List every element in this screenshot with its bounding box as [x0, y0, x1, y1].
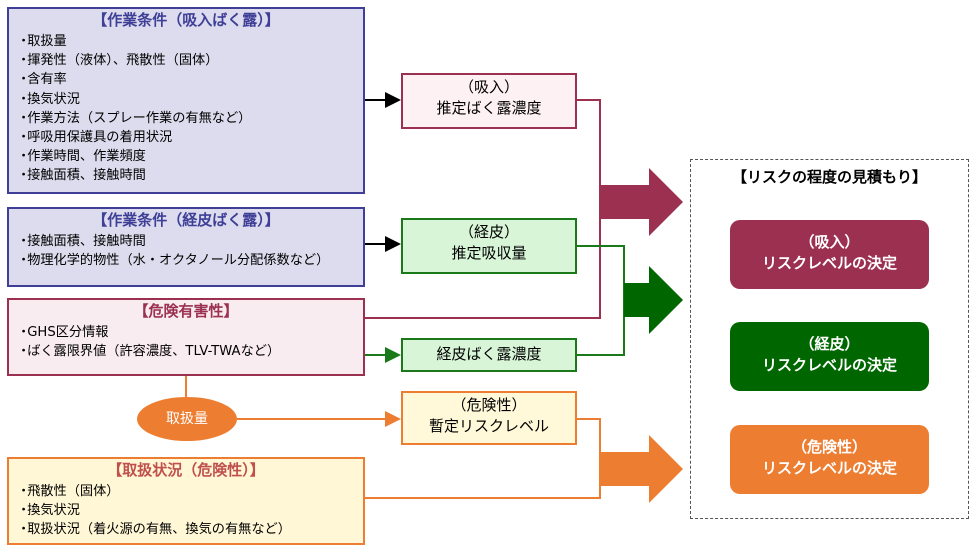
list-item: 作業時間、作業頻度: [17, 147, 363, 166]
handling-amount-oval: 取扱量: [137, 397, 237, 441]
inhalation-risk-level-line1: （吸入）: [799, 233, 860, 251]
hazard-box: 【危険有害性】 GHS区分情報 ばく露限界値（許容濃度、TLV-TWAなど）: [7, 298, 365, 376]
provisional-risk-level-box: （危険性） 暫定リスクレベル: [401, 391, 577, 445]
estimated-concentration-line2: 推定ばく露濃度: [436, 99, 542, 117]
danger-risk-level-line2: リスクレベルの決定: [761, 459, 897, 477]
line-inhalation-path: [364, 99, 601, 319]
list-item: ばく露限界値（許容濃度、TLV-TWAなど）: [17, 342, 363, 361]
list-item: 取扱量: [17, 32, 363, 51]
hazard-title: 【危険有害性】: [133, 302, 239, 320]
handling-title: 【取扱状況（危険性）】: [107, 461, 265, 479]
dermal-conditions-box: 【作業条件（経皮ばく露）】 接触面積、接触時間 物理化学的物性（水・オクタノール…: [7, 207, 365, 287]
list-item: 呼吸用保護具の着用状況: [17, 128, 363, 147]
inhalation-conditions-box: 【作業条件（吸入ばく露）】 取扱量 揮発性（液体）、飛散性（固体） 含有率 換気…: [7, 7, 365, 194]
inhalation-conditions-title: 【作業条件（吸入ばく露）】: [92, 11, 280, 29]
list-item: 接触面積、接触時間: [17, 232, 363, 251]
estimated-absorption-line1: （経皮）: [458, 223, 519, 241]
provisional-risk-level-line1: （危険性）: [451, 396, 527, 414]
provisional-risk-level-line2: 暫定リスクレベル: [428, 417, 549, 435]
risk-estimation-frame: [690, 159, 969, 519]
dermal-risk-level-line1: （経皮）: [799, 335, 860, 353]
inhalation-conditions-list: 取扱量 揮発性（液体）、飛散性（固体） 含有率 換気状況 作業方法（スプレー作業…: [9, 32, 363, 186]
dermal-risk-level-box: （経皮） リスクレベルの決定: [730, 322, 929, 391]
list-item: 換気状況: [17, 90, 363, 109]
inhalation-risk-level-line2: リスクレベルの決定: [761, 254, 897, 272]
big-arrow-dermal: [624, 266, 683, 334]
dermal-conditions-title: 【作業条件（経皮ばく露）】: [92, 211, 280, 229]
estimated-concentration-line1: （吸入）: [458, 78, 519, 96]
handling-box: 【取扱状況（危険性）】 飛散性（固体） 換気状況 取扱状況（着火源の有無、換気の…: [7, 457, 365, 545]
dermal-exposure-concentration-box: 経皮ばく露濃度: [401, 338, 577, 372]
inhalation-risk-level-box: （吸入） リスクレベルの決定: [730, 220, 929, 289]
dermal-risk-level-line2: リスクレベルの決定: [761, 356, 897, 374]
list-item: 取扱状況（着火源の有無、換気の有無など）: [17, 520, 363, 539]
handling-list: 飛散性（固体） 換気状況 取扱状況（着火源の有無、換気の有無など）: [9, 482, 363, 540]
dermal-exposure-concentration-label: 経皮ばく露濃度: [436, 345, 542, 363]
estimated-absorption-box: （経皮） 推定吸収量: [401, 218, 577, 274]
estimated-absorption-line2: 推定吸収量: [451, 244, 527, 262]
list-item: 含有率: [17, 70, 363, 89]
danger-risk-level-line1: （危険性）: [791, 438, 867, 456]
big-arrow-danger: [600, 435, 683, 503]
big-arrow-inhalation: [600, 168, 683, 236]
list-item: 作業方法（スプレー作業の有無など）: [17, 109, 363, 128]
danger-risk-level-box: （危険性） リスクレベルの決定: [730, 425, 929, 494]
dermal-conditions-list: 接触面積、接触時間 物理化学的物性（水・オクタノール分配係数など）: [9, 232, 363, 270]
hazard-list: GHS区分情報 ばく露限界値（許容濃度、TLV-TWAなど）: [9, 323, 363, 361]
estimated-concentration-box: （吸入） 推定ばく露濃度: [401, 73, 577, 129]
list-item: 物理化学的物性（水・オクタノール分配係数など）: [17, 251, 363, 270]
list-item: 接触面積、接触時間: [17, 166, 363, 185]
list-item: 飛散性（固体）: [17, 482, 363, 501]
list-item: 換気状況: [17, 501, 363, 520]
list-item: GHS区分情報: [17, 323, 363, 342]
risk-estimation-title: 【リスクの程度の見積もり】: [731, 168, 927, 186]
list-item: 揮発性（液体）、飛散性（固体）: [17, 51, 363, 70]
